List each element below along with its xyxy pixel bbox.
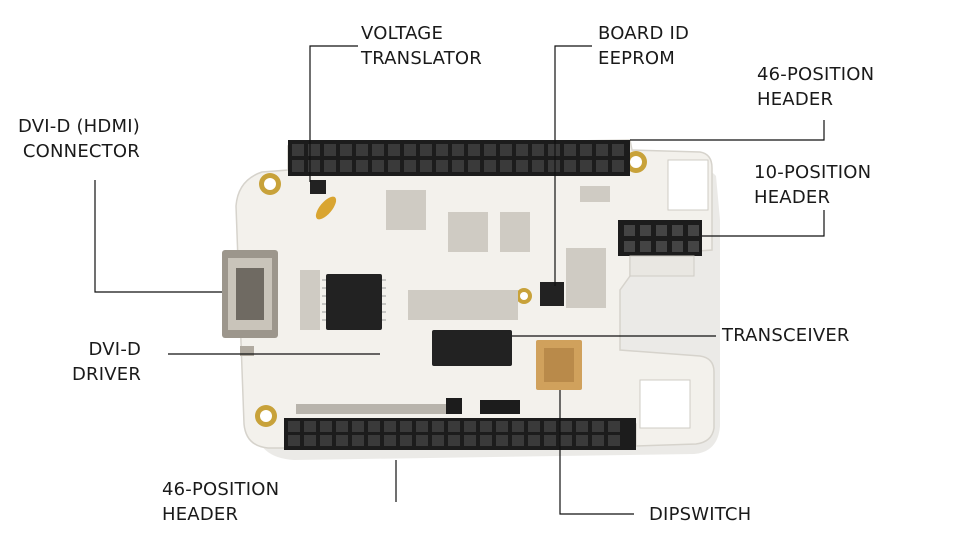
label-line: HEADER: [754, 187, 831, 208]
audio-connectors: [639, 159, 709, 429]
transceiver-chip: [432, 330, 512, 366]
leader-dvi-connector: [94, 180, 222, 293]
label-dvi-d-hdmi-connector: DVI-D (HDMI) CONNECTOR: [18, 114, 140, 164]
mounting-holes: [255, 151, 647, 427]
label-46-position-header-top: 46-POSITION HEADER: [757, 62, 874, 112]
component-pads: [300, 186, 610, 330]
dip-switch: [536, 340, 582, 390]
eeprom-chip: [540, 282, 564, 306]
bottom-header: [284, 418, 636, 450]
label-line: HEADER: [162, 504, 239, 525]
leader-10-position-header: [702, 210, 825, 237]
hdmi-connector: [222, 250, 278, 356]
label-line: DVI-D (HDMI): [18, 116, 140, 137]
label-line: VOLTAGE: [361, 23, 444, 44]
label-10-position-header: 10-POSITION HEADER: [754, 160, 871, 210]
label-line: BOARD ID: [598, 23, 690, 44]
ten-position-header: [618, 220, 702, 277]
leader-46-position-header-top: [630, 120, 825, 141]
label-line: CONNECTOR: [22, 141, 140, 162]
label-board-id-eeprom: BOARD ID EEPROM: [598, 21, 689, 71]
top-header: [288, 140, 630, 176]
pad-row: [296, 398, 520, 414]
label-46-position-header-bottom: 46-POSITION HEADER: [162, 477, 279, 527]
label-line: HEADER: [757, 89, 834, 110]
label-dipswitch: DIPSWITCH: [649, 502, 751, 527]
leader-dipswitch: [559, 390, 634, 515]
label-line: TRANSLATOR: [361, 48, 483, 69]
voltage-translator-chip: [310, 180, 337, 220]
leader-board-id-eeprom: [554, 45, 592, 286]
label-line: 10-POSITION: [754, 162, 872, 183]
leader-lines: [94, 45, 825, 515]
label-line: TRANSCEIVER: [722, 325, 850, 346]
label-line: DRIVER: [72, 364, 142, 385]
label-line: 46-POSITION: [757, 64, 875, 85]
label-transceiver: TRANSCEIVER: [722, 323, 850, 348]
label-line: EEPROM: [598, 48, 676, 69]
label-line: DIPSWITCH: [649, 504, 752, 525]
label-line: 46-POSITION: [162, 479, 280, 500]
label-voltage-translator: VOLTAGE TRANSLATOR: [361, 21, 482, 71]
dvi-driver-chip: [322, 274, 386, 330]
label-dvi-d-driver: DVI-D DRIVER: [72, 337, 141, 387]
leader-voltage-translator: [309, 45, 358, 182]
label-line: DVI-D: [88, 339, 142, 360]
